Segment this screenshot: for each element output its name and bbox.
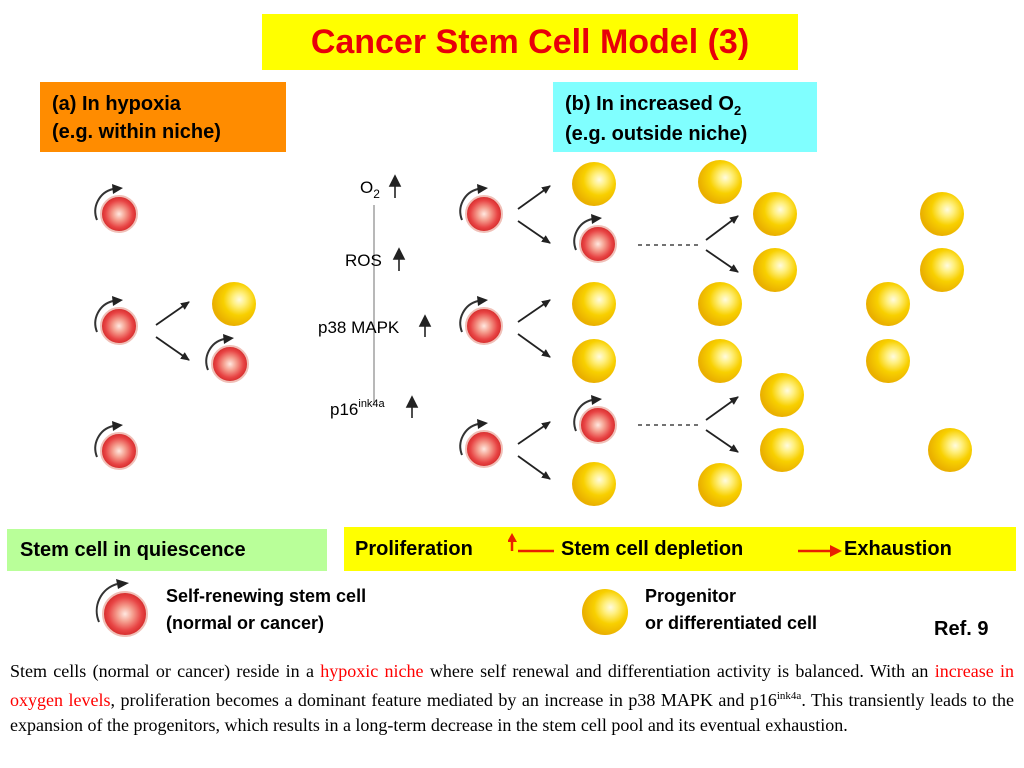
stem-cell xyxy=(94,421,138,470)
ros-label: ROS xyxy=(345,251,382,270)
stem-cell xyxy=(573,214,617,263)
progenitor-cell xyxy=(760,373,804,417)
legend-prog-line1: Progenitor xyxy=(645,586,737,606)
right-arrow-icon xyxy=(798,545,842,557)
exhaustion-label: Exhaustion xyxy=(844,538,952,560)
legend-progenitor-icon xyxy=(582,589,628,635)
stem-cell xyxy=(205,334,249,383)
progenitor-cell xyxy=(572,162,616,206)
signaling-cascade: O2 ROS p38 MAPK p16ink4a xyxy=(318,174,432,419)
progenitor-cell xyxy=(866,282,910,326)
stem-cell xyxy=(459,184,503,233)
panel-b-line2: (e.g. outside niche) xyxy=(565,123,748,145)
progenitor-cell xyxy=(212,282,256,326)
caption-highlight-oxygen: increase in oxygen levels xyxy=(10,661,1014,710)
panel-a-line1: (a) In hypoxia xyxy=(52,93,181,115)
panel-b-line1: (b) In increased O xyxy=(565,93,734,115)
svg-text:O2: O2 xyxy=(360,178,380,201)
caption-part-1: Stem cells (normal or cancer) reside in … xyxy=(10,661,321,681)
o2-label: O xyxy=(360,178,373,197)
legend-stem-line2: (normal or cancer) xyxy=(166,613,325,633)
title-banner: Cancer Stem Cell Model (3) xyxy=(262,14,798,70)
legend-progenitor-text: Progenitor or differentiated cell xyxy=(645,583,817,637)
legend-stem-text: Self-renewing stem cell (normal or cance… xyxy=(166,583,366,637)
caption-part-4: . This transiently leads to the expansio… xyxy=(10,690,1014,735)
progenitor-cells xyxy=(212,160,972,507)
stem-cell xyxy=(94,296,138,345)
progenitor-cell xyxy=(753,248,797,292)
caption-part-3: , proliferation becomes a dominant featu… xyxy=(110,690,777,710)
depletion-label: Stem cell depletion xyxy=(561,538,744,560)
progenitor-cell xyxy=(572,462,616,506)
progenitor-cell xyxy=(866,339,910,383)
proliferation-label: Proliferation xyxy=(355,538,473,560)
progenitor-cell xyxy=(572,282,616,326)
legend-stem-line1: Self-renewing stem cell xyxy=(166,586,367,606)
progenitor-cell xyxy=(698,463,742,507)
stem-cell xyxy=(459,419,503,468)
progenitor-cell xyxy=(928,428,972,472)
progenitor-cell xyxy=(753,192,797,236)
caption-sup: ink4a xyxy=(776,690,802,702)
progenitor-cell xyxy=(698,282,742,326)
progenitor-cell xyxy=(698,339,742,383)
p16-label: p16 xyxy=(330,400,358,419)
page-title: Cancer Stem Cell Model (3) xyxy=(310,22,750,61)
progenitor-cell xyxy=(920,192,964,236)
panel-b-label: (b) In increased O2 (e.g. outside niche) xyxy=(553,82,817,152)
proliferation-bar: Proliferation Stem cell depletion Exhaus… xyxy=(344,527,1016,571)
progenitor-cell xyxy=(920,248,964,292)
stem-cell xyxy=(459,296,503,345)
progenitor-cell xyxy=(572,339,616,383)
panel-b-line1-wrap: (b) In increased O2 xyxy=(565,90,805,120)
panel-b-line1-sub: 2 xyxy=(733,103,742,118)
panel-a-line2: (e.g. within niche) xyxy=(52,121,221,143)
legend-stem-cell-icon xyxy=(95,579,148,637)
quiescence-label: Stem cell in quiescence xyxy=(7,529,327,571)
stem-cell xyxy=(573,395,617,444)
panel-a-label: (a) In hypoxia (e.g. within niche) xyxy=(40,82,286,152)
p16-sup: ink4a xyxy=(358,398,385,410)
stem-cell xyxy=(94,184,138,233)
caption-highlight-hypoxic-niche: hypoxic niche xyxy=(320,661,424,681)
dashed-lines xyxy=(638,244,698,426)
reference-label: Ref. 9 xyxy=(934,618,989,640)
caption-part-2: where self renewal and differentiation a… xyxy=(423,661,935,681)
legend-prog-line2: or differentiated cell xyxy=(645,613,818,633)
o2-sub: 2 xyxy=(373,187,380,201)
up-arrow-dash-icon xyxy=(508,533,554,553)
p38-label: p38 MAPK xyxy=(318,318,400,337)
division-arrows xyxy=(155,185,739,480)
progenitor-cell xyxy=(698,160,742,204)
caption-paragraph: Stem cells (normal or cancer) reside in … xyxy=(10,659,1014,738)
svg-text:p16ink4a: p16ink4a xyxy=(330,398,386,419)
progenitor-cell xyxy=(760,428,804,472)
